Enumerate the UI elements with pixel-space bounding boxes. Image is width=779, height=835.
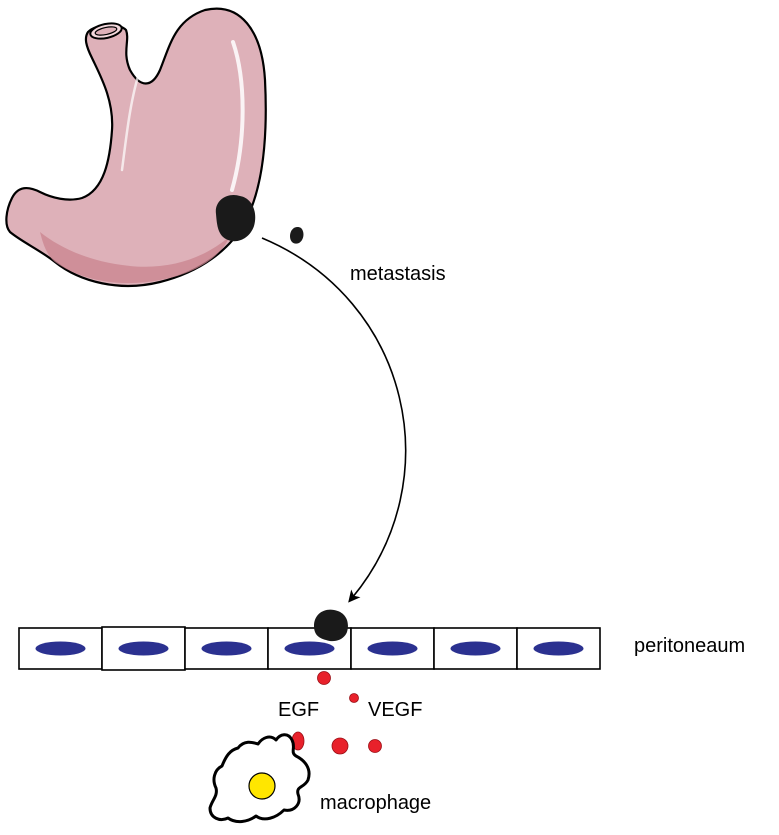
metastasis-arrow: [261, 237, 407, 603]
stomach-underside-shade: [40, 232, 230, 284]
stomach-illustration: [5, 7, 267, 288]
growth-factor-dot: [331, 737, 349, 755]
growth-factor-dot: [368, 739, 382, 753]
peritoneal-cell-nucleus: [367, 641, 418, 656]
stomach-body: [5, 7, 267, 288]
growth-factor-dot: [317, 671, 331, 685]
peritoneal-cell: [433, 627, 518, 670]
peritoneal-cell: [516, 627, 601, 670]
peritoneum-label: peritoneaum: [634, 635, 745, 657]
implanted-tumor: [314, 609, 348, 642]
peritoneal-cell-nucleus: [118, 641, 169, 656]
macrophage-nucleus: [248, 772, 276, 800]
primary-tumor: [215, 194, 256, 242]
detached-tumor-cell: [290, 226, 304, 244]
peritoneal-cell-nucleus: [450, 641, 501, 656]
peritoneum-layer: [18, 626, 601, 671]
egf-label: EGF: [278, 699, 319, 721]
growth-factor-dot: [349, 693, 359, 703]
peritoneal-cell-nucleus: [533, 641, 584, 656]
vegf-label: VEGF: [368, 699, 422, 721]
stomach-highlight: [230, 40, 245, 192]
peritoneal-cell-nucleus: [35, 641, 86, 656]
peritoneal-cell-nucleus: [201, 641, 252, 656]
macrophage-label: macrophage: [320, 792, 431, 814]
metastasis-label: metastasis: [350, 263, 446, 285]
stomach-highlight-2: [120, 68, 142, 172]
growth-factors: [291, 671, 382, 755]
macrophage-cell: [208, 733, 311, 824]
peritoneal-cell-nucleus: [284, 641, 335, 656]
esophagus-lumen: [94, 26, 118, 36]
